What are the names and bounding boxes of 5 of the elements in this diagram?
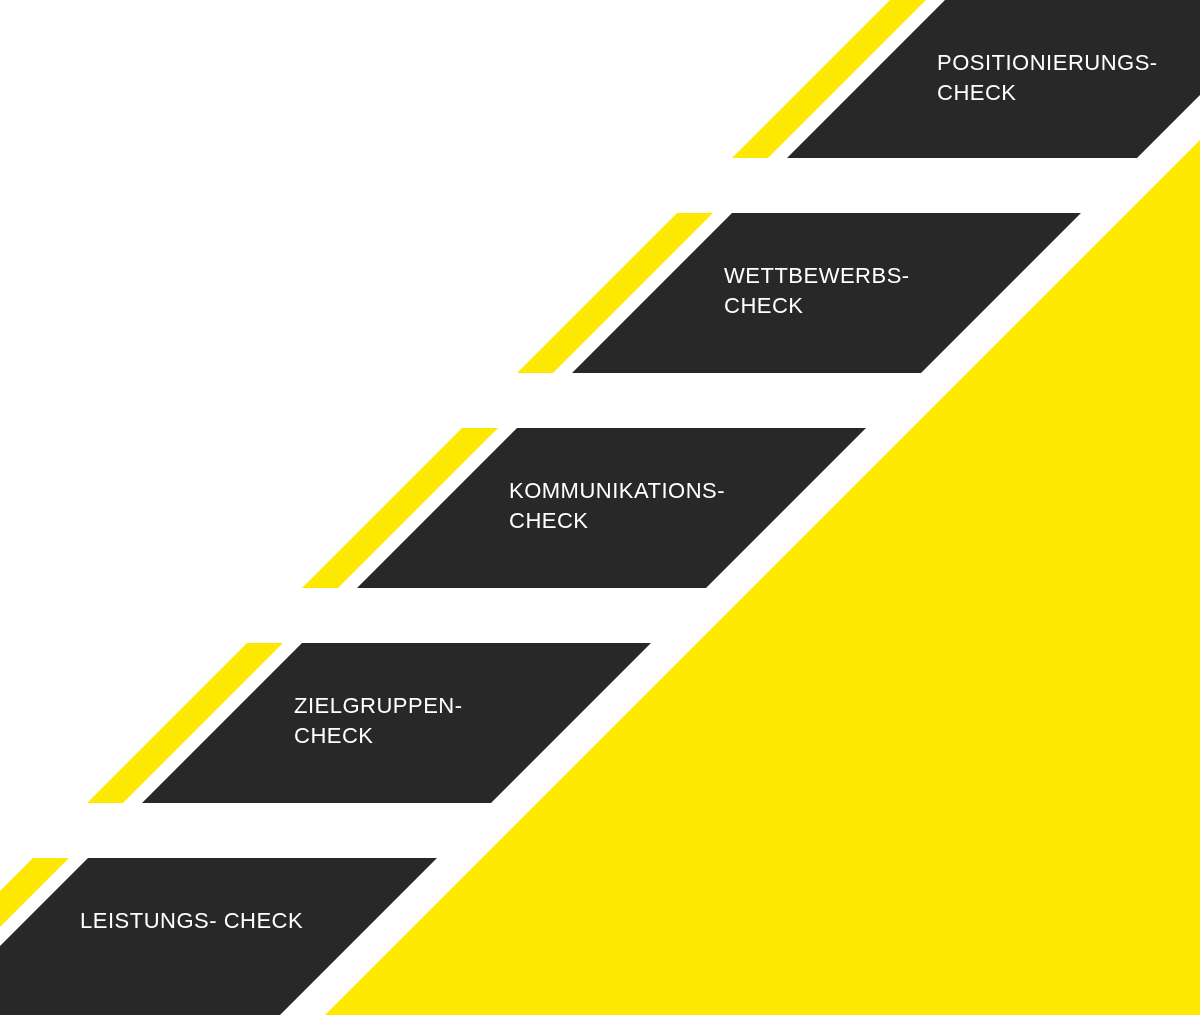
step-label: ZIELGRUPPEN- CHECK	[294, 692, 464, 750]
step-label: KOMMUNIKATIONS- CHECK	[509, 477, 727, 535]
step-label: LEISTUNGS- CHECK	[80, 907, 305, 935]
step-label: POSITIONIERUNGS- CHECK	[937, 49, 1159, 107]
step-label: WETTBEWERBS- CHECK	[724, 262, 911, 320]
